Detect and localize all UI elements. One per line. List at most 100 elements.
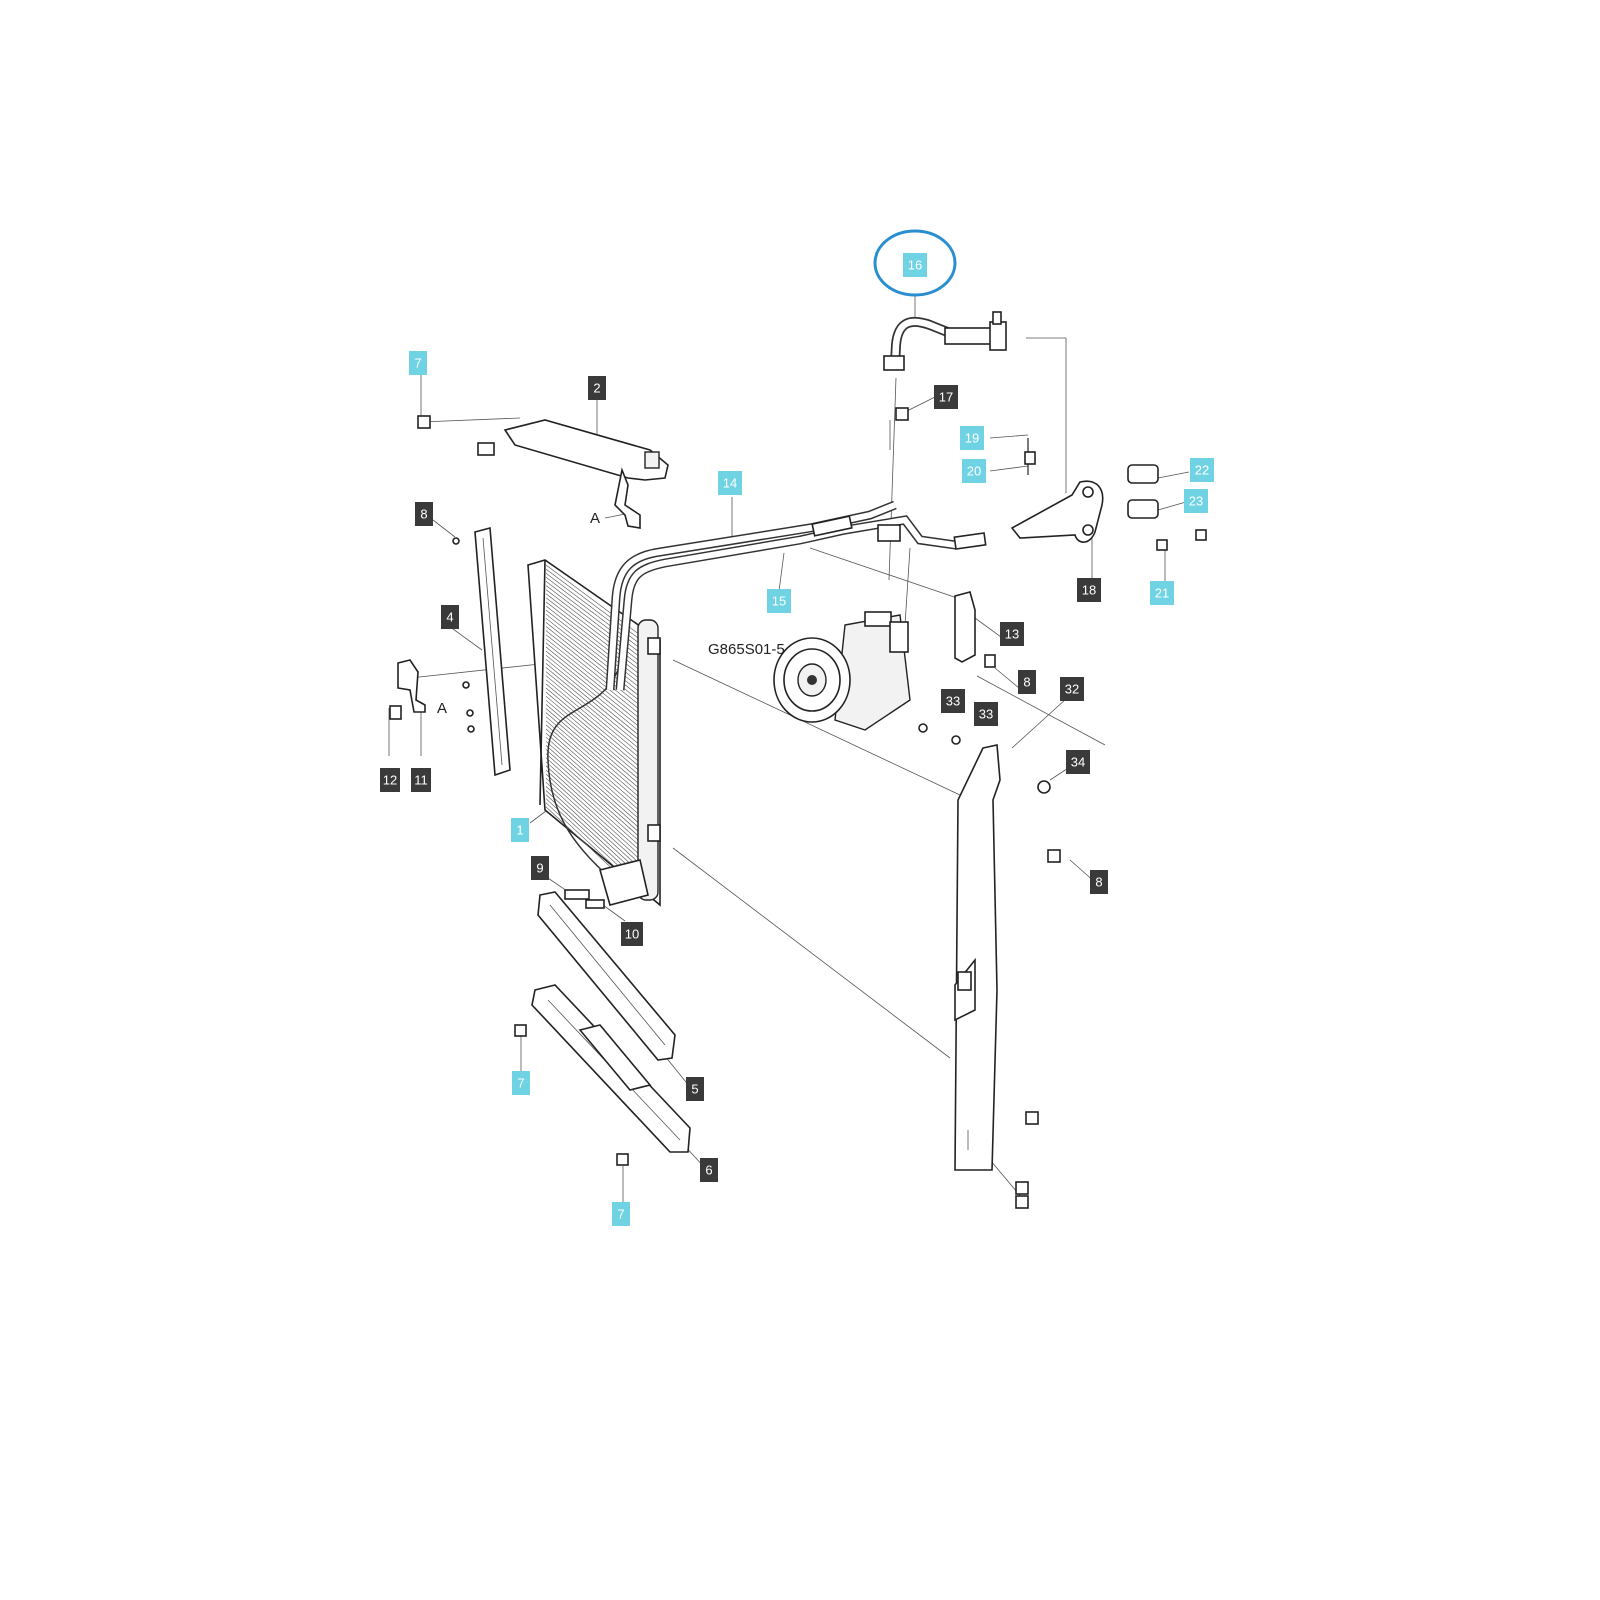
part-label[interactable]: 8 [1090, 870, 1108, 894]
left-side-rail [452, 526, 511, 777]
condenser-fin [545, 749, 641, 834]
svg-text:33: 33 [979, 707, 993, 722]
condenser-fin [545, 773, 641, 860]
ref-mark-a-top: A [590, 510, 600, 527]
part-label[interactable]: 5 [686, 1077, 704, 1101]
condenser-fin [545, 753, 641, 838]
part-label[interactable]: 18 [1077, 578, 1101, 602]
condenser-fin [545, 708, 641, 790]
svg-text:15: 15 [772, 594, 786, 609]
svg-text:11: 11 [414, 773, 428, 788]
part-label[interactable]: 7 [409, 351, 427, 375]
condenser-fin [545, 675, 641, 755]
condenser-fin [545, 638, 641, 715]
svg-text:16: 16 [908, 258, 922, 273]
condenser-fin [545, 777, 641, 865]
part-label[interactable]: 1 [511, 818, 529, 842]
part-label[interactable]: 17 [934, 385, 958, 409]
part-label[interactable]: 11 [411, 768, 431, 792]
part-label[interactable]: 8 [1018, 670, 1036, 694]
condenser-fin [545, 769, 641, 856]
condenser-fin [545, 790, 641, 878]
svg-text:10: 10 [625, 927, 639, 942]
svg-text:8: 8 [420, 507, 427, 522]
part-label[interactable]: 32 [1060, 677, 1084, 701]
svg-text:2: 2 [593, 381, 600, 396]
svg-text:7: 7 [617, 1207, 624, 1222]
svg-text:22: 22 [1195, 463, 1209, 478]
ref-mark-a-left: A [437, 700, 447, 717]
ac-pipes [605, 500, 987, 691]
condenser-fin [545, 683, 641, 763]
svg-text:14: 14 [723, 476, 737, 491]
condenser-fin [545, 728, 641, 812]
condenser-fin [545, 720, 641, 803]
svg-text:4: 4 [446, 610, 453, 625]
part-label[interactable]: 19 [960, 426, 984, 450]
diagram-code: G865S01-5 [708, 641, 785, 658]
part-label[interactable]: 33 [974, 702, 998, 726]
part-label[interactable]: 8 [415, 502, 433, 526]
condenser-fin [545, 716, 641, 799]
part-label[interactable]: 10 [621, 922, 643, 946]
condenser-fin [545, 712, 641, 794]
part-label[interactable]: 7 [512, 1071, 530, 1095]
part-label[interactable]: 23 [1184, 489, 1208, 513]
condenser-fin [545, 736, 641, 821]
part-label[interactable]: 4 [441, 605, 459, 629]
fitting-plate [1010, 438, 1207, 551]
condenser-fin [545, 745, 641, 829]
condenser-fin [545, 786, 641, 873]
svg-text:17: 17 [939, 390, 953, 405]
svg-text:8: 8 [1095, 875, 1102, 890]
condenser-fin [545, 646, 641, 724]
condenser-fin [545, 650, 641, 728]
condenser-fin [545, 757, 641, 843]
part-label[interactable]: 6 [700, 1158, 718, 1182]
part-label[interactable]: 12 [380, 768, 400, 792]
svg-text:5: 5 [691, 1082, 698, 1097]
condenser-fin [545, 782, 641, 869]
discharge-hose [883, 311, 1007, 421]
condenser-fin [545, 663, 641, 741]
condenser-fin [545, 687, 641, 768]
part-label[interactable]: 22 [1190, 458, 1214, 482]
condenser-fin [545, 642, 641, 719]
part-label[interactable]: 9 [531, 856, 549, 880]
svg-text:7: 7 [414, 356, 421, 371]
svg-text:7: 7 [517, 1076, 524, 1091]
part-label[interactable]: 13 [1000, 622, 1024, 646]
condenser-fin [545, 634, 641, 711]
svg-text:6: 6 [705, 1163, 712, 1178]
part-label[interactable]: 21 [1150, 581, 1174, 605]
upper-mount-bracket [417, 415, 669, 529]
highlight-circle [873, 229, 957, 297]
part-label[interactable]: 20 [962, 459, 986, 483]
part-label[interactable]: 33 [941, 689, 965, 713]
condenser-fin [545, 630, 641, 706]
svg-text:33: 33 [946, 694, 960, 709]
condenser [527, 559, 661, 909]
part-label[interactable]: 7 [612, 1202, 630, 1226]
svg-text:23: 23 [1189, 494, 1203, 509]
svg-text:9: 9 [536, 861, 543, 876]
part-label[interactable]: 15 [767, 589, 791, 613]
svg-text:18: 18 [1082, 583, 1096, 598]
part-label highlighted[interactable]: 16 [903, 253, 927, 277]
part-label[interactable]: 34 [1066, 750, 1090, 774]
svg-text:1: 1 [516, 823, 523, 838]
svg-text:20: 20 [967, 464, 981, 479]
condenser-fin [545, 761, 641, 847]
condenser-fin [545, 765, 641, 851]
svg-text:21: 21 [1155, 586, 1169, 601]
condenser-fin [545, 700, 641, 781]
svg-text:19: 19 [965, 431, 979, 446]
part-label[interactable]: 2 [588, 376, 606, 400]
condenser-fin [545, 659, 641, 737]
lower-brackets [514, 891, 691, 1166]
condenser-fin [545, 654, 641, 733]
condenser-fin [545, 667, 641, 746]
condenser-fin [545, 695, 641, 777]
compressor [773, 611, 911, 731]
part-label[interactable]: 14 [718, 471, 742, 495]
